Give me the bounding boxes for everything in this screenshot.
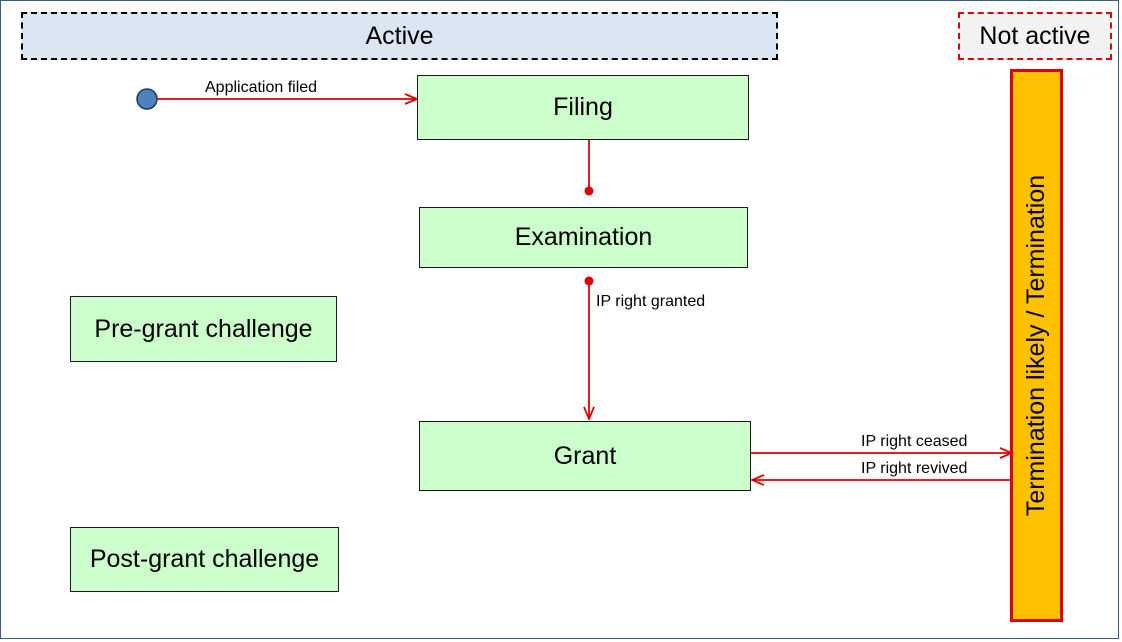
ip-right-ceased-label: IP right ceased: [861, 433, 967, 451]
start-node: [137, 89, 157, 109]
ip-right-granted-label: IP right granted: [596, 293, 705, 311]
ip-right-revived-label: IP right revived: [861, 460, 967, 478]
application-filed-label: Application filed: [205, 79, 317, 97]
filing-connector-dot: [585, 187, 594, 196]
